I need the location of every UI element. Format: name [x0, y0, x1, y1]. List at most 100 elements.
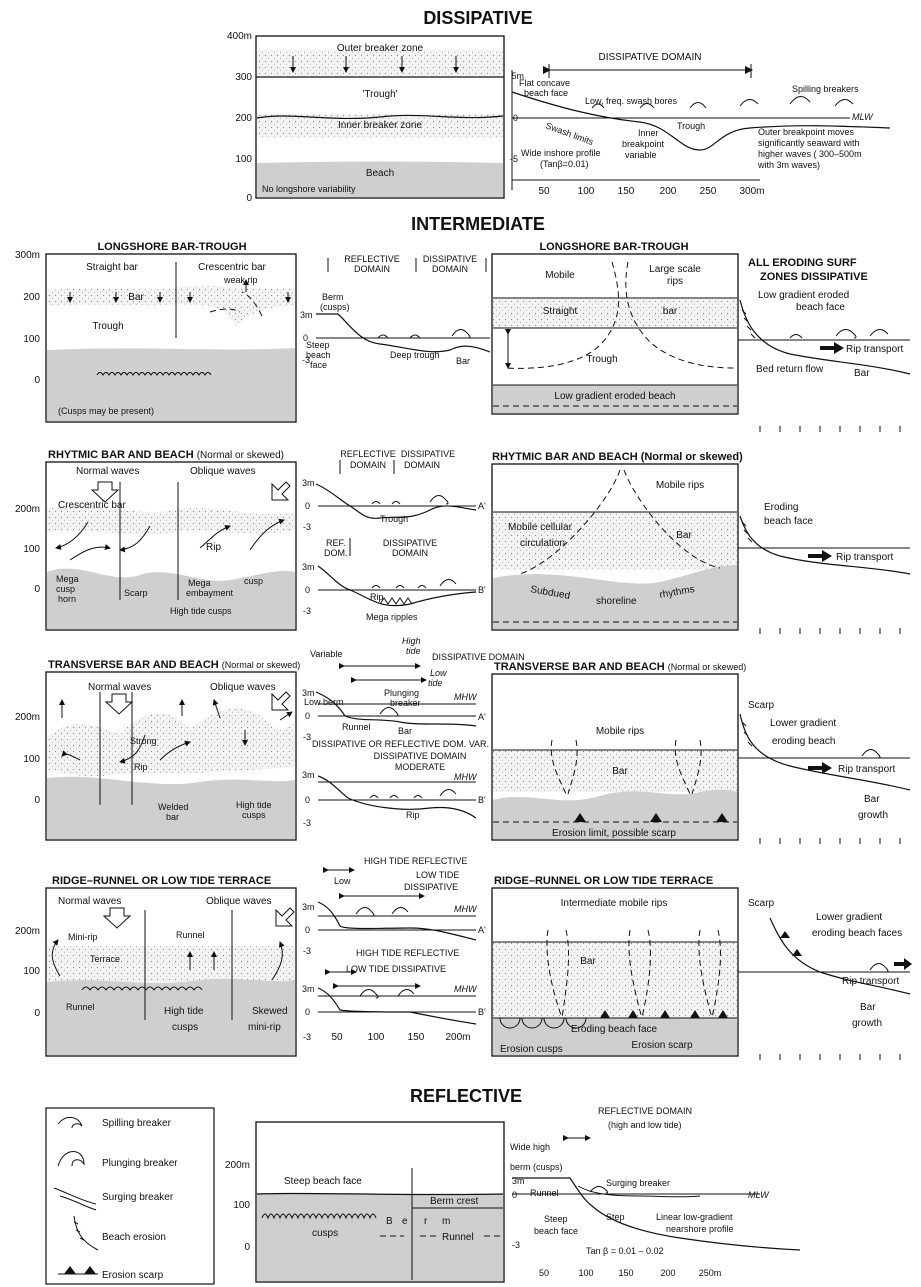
no-longshore-label: No longshore variability	[262, 184, 356, 194]
tbb-scarp: Scarp	[748, 700, 775, 711]
refl-steep-1: Steep	[544, 1214, 568, 1224]
lbt-trough-label: Trough	[92, 321, 123, 332]
section-title-reflective: REFLECTIVE	[410, 1086, 522, 1106]
rbb-vtick-m3b: -3	[303, 606, 311, 616]
rrt-ytick-200: 200m	[15, 926, 40, 937]
lbt-r-straight: Straight	[543, 306, 578, 317]
tbb-lower-1: Lower gradient	[770, 718, 836, 729]
x-tick-100: 100	[578, 186, 595, 197]
inner-bp-2: breakpoint	[622, 139, 665, 149]
refl-xtick-50: 50	[539, 1268, 549, 1278]
rbb-ref-dom-2: DOM.	[324, 548, 348, 558]
refl-runnel-2: Runnel	[530, 1188, 559, 1198]
rrt-vtick-0: 0	[305, 925, 310, 935]
tbb-mhw-2: MHW	[454, 772, 478, 782]
lbt-berm-2: (cusps)	[320, 302, 350, 312]
tbb-vtick-0: 0	[305, 711, 310, 721]
rbb-vtick-3: 3m	[302, 478, 315, 488]
tbb-bar-growth-2: growth	[858, 810, 888, 821]
rbb-cusp: cusp	[244, 576, 263, 586]
section-title-dissipative: DISSIPATIVE	[423, 8, 532, 28]
tbb-response: TRANSVERSE BAR AND BEACH (Normal or skew…	[491, 661, 746, 841]
lbt-refl-dom-2: DOMAIN	[354, 264, 390, 274]
tbb-profile: Variable High tide DISSIPATIVE DOMAIN Lo…	[302, 636, 525, 828]
rrt-oblique: Oblique waves	[206, 896, 272, 907]
x-tick-300: 300m	[739, 186, 764, 197]
rbb-plan: RHYTMIC BAR AND BEACH (Normal or skewed)…	[15, 449, 297, 631]
y-tick-300: 300	[235, 72, 252, 83]
tbb-ytick-0: 0	[34, 795, 40, 806]
section-title-intermediate: INTERMEDIATE	[411, 214, 545, 234]
lbt-rip-transport: Rip transport	[846, 344, 903, 355]
mlw-label: MLW	[852, 112, 874, 122]
tbb-r-title: TRANSVERSE BAR AND BEACH (Normal or skew…	[494, 661, 746, 673]
rrt-vtick-3: 3m	[302, 902, 315, 912]
lbt-steep-1: Steep	[306, 340, 330, 350]
rbb-diss-2: DOMAIN	[404, 460, 440, 470]
rrt-profile-a-end: A'	[478, 925, 486, 935]
lbt-refl-dom-1: REFLECTIVE	[344, 254, 400, 264]
reflective-profile: REFLECTIVE DOMAIN (high and low tide) Wi…	[510, 1106, 801, 1278]
flat-face-label: Flat concave	[519, 78, 570, 88]
refl-domain-2: (high and low tide)	[608, 1120, 682, 1130]
x-tick-50: 50	[538, 186, 550, 197]
lbt-ytick-300: 300m	[15, 250, 40, 261]
refl-step: Step	[606, 1212, 625, 1222]
inner-bp-3: variable	[625, 150, 657, 160]
lbt-r-bar: bar	[663, 306, 678, 317]
tbb-lower-2: eroding beach	[772, 736, 835, 747]
lbt-deep-trough: Deep trough	[390, 350, 440, 360]
inner-bp-1: Inner	[638, 128, 659, 138]
tbb-ytick-200: 200m	[15, 712, 40, 723]
refl-ytick-200: 200m	[225, 1160, 250, 1171]
legend: Spilling breaker Plunging breaker Surgin…	[45, 1107, 215, 1285]
rrt-xtick-200: 200m	[445, 1032, 470, 1043]
beach-label: Beach	[366, 168, 394, 179]
refl-vtick-0: 0	[512, 1190, 517, 1200]
tbb-ytick-100: 100	[23, 754, 40, 765]
tbb-bar-growth-1: Bar	[864, 794, 880, 805]
rrt-skewed-1: Skewed	[252, 1006, 288, 1017]
wide-profile-2: (Tanβ=0.01)	[540, 159, 588, 169]
lbt-r-title: LONGSHORE BAR-TROUGH	[539, 241, 688, 253]
lbt-profile: REFLECTIVE DOMAIN DISSIPATIVE DOMAIN Ber…	[300, 254, 491, 370]
rrt-ytick-0: 0	[34, 1008, 40, 1019]
rbb-refl-2: DOMAIN	[350, 460, 386, 470]
lbt-crescentic-bar: Crescentric bar	[198, 262, 266, 273]
rrt-xtick-100: 100	[368, 1032, 385, 1043]
tbb-strong: Strong	[130, 736, 157, 746]
tbb-variable: Variable	[310, 649, 342, 659]
rbb-ytick-0: 0	[34, 584, 40, 595]
refl-xtick-200: 200	[660, 1268, 675, 1278]
reflective-plan: Steep beach face cusps B e r m Berm cres…	[225, 1121, 505, 1283]
rrt-lt-diss-3: LOW TIDE DISSIPATIVE	[346, 964, 446, 974]
rbb-vtick-0: 0	[305, 501, 310, 511]
rbb-profile: REFLECTIVE DOMAIN DISSIPATIVE DOMAIN Tro…	[302, 449, 486, 622]
rbb-eroding-profile: Eroding beach face Rip transport	[738, 502, 911, 634]
dissipative-profile: DISSIPATIVE DOMAIN Flat concave beach fa…	[510, 52, 891, 197]
trough-label: 'Trough'	[362, 89, 397, 100]
refl-berm-r: r	[424, 1216, 428, 1227]
tbb-vtick-3b: 3m	[302, 770, 315, 780]
tbb-oblique: Oblique waves	[210, 682, 276, 693]
lbt-bar-label: Bar	[128, 292, 144, 303]
trough-profile-label: Trough	[677, 121, 705, 131]
tbb-var-dom: DISSIPATIVE OR REFLECTIVE DOM. VAR.	[312, 739, 489, 749]
outer-bp-4: with 3m waves)	[757, 160, 820, 170]
rrt-title: RIDGE–RUNNEL OR LOW TIDE TERRACE	[52, 875, 271, 887]
rrt-eroding-profile: Scarp Lower gradient eroding beach faces…	[738, 898, 912, 1060]
refl-domain-1: REFLECTIVE DOMAIN	[598, 1106, 692, 1116]
refl-berm-crest: Berm crest	[430, 1196, 479, 1207]
rrt-low: Low	[334, 876, 351, 886]
rrt-htc-1: High tide	[164, 1006, 204, 1017]
refl-xtick-150: 150	[618, 1268, 633, 1278]
v-tick-0: 0	[513, 113, 518, 123]
lbt-ytick-0: 0	[34, 375, 40, 386]
refl-surging: Surging breaker	[606, 1178, 670, 1188]
rbb-profile-a-end: A'	[478, 501, 486, 511]
refl-vtick-3: 3m	[512, 1176, 525, 1186]
lbt-diss-dom-2: DOMAIN	[432, 264, 468, 274]
plunging-breaker-icon	[57, 1151, 85, 1167]
legend-plunging: Plunging breaker	[102, 1158, 178, 1169]
